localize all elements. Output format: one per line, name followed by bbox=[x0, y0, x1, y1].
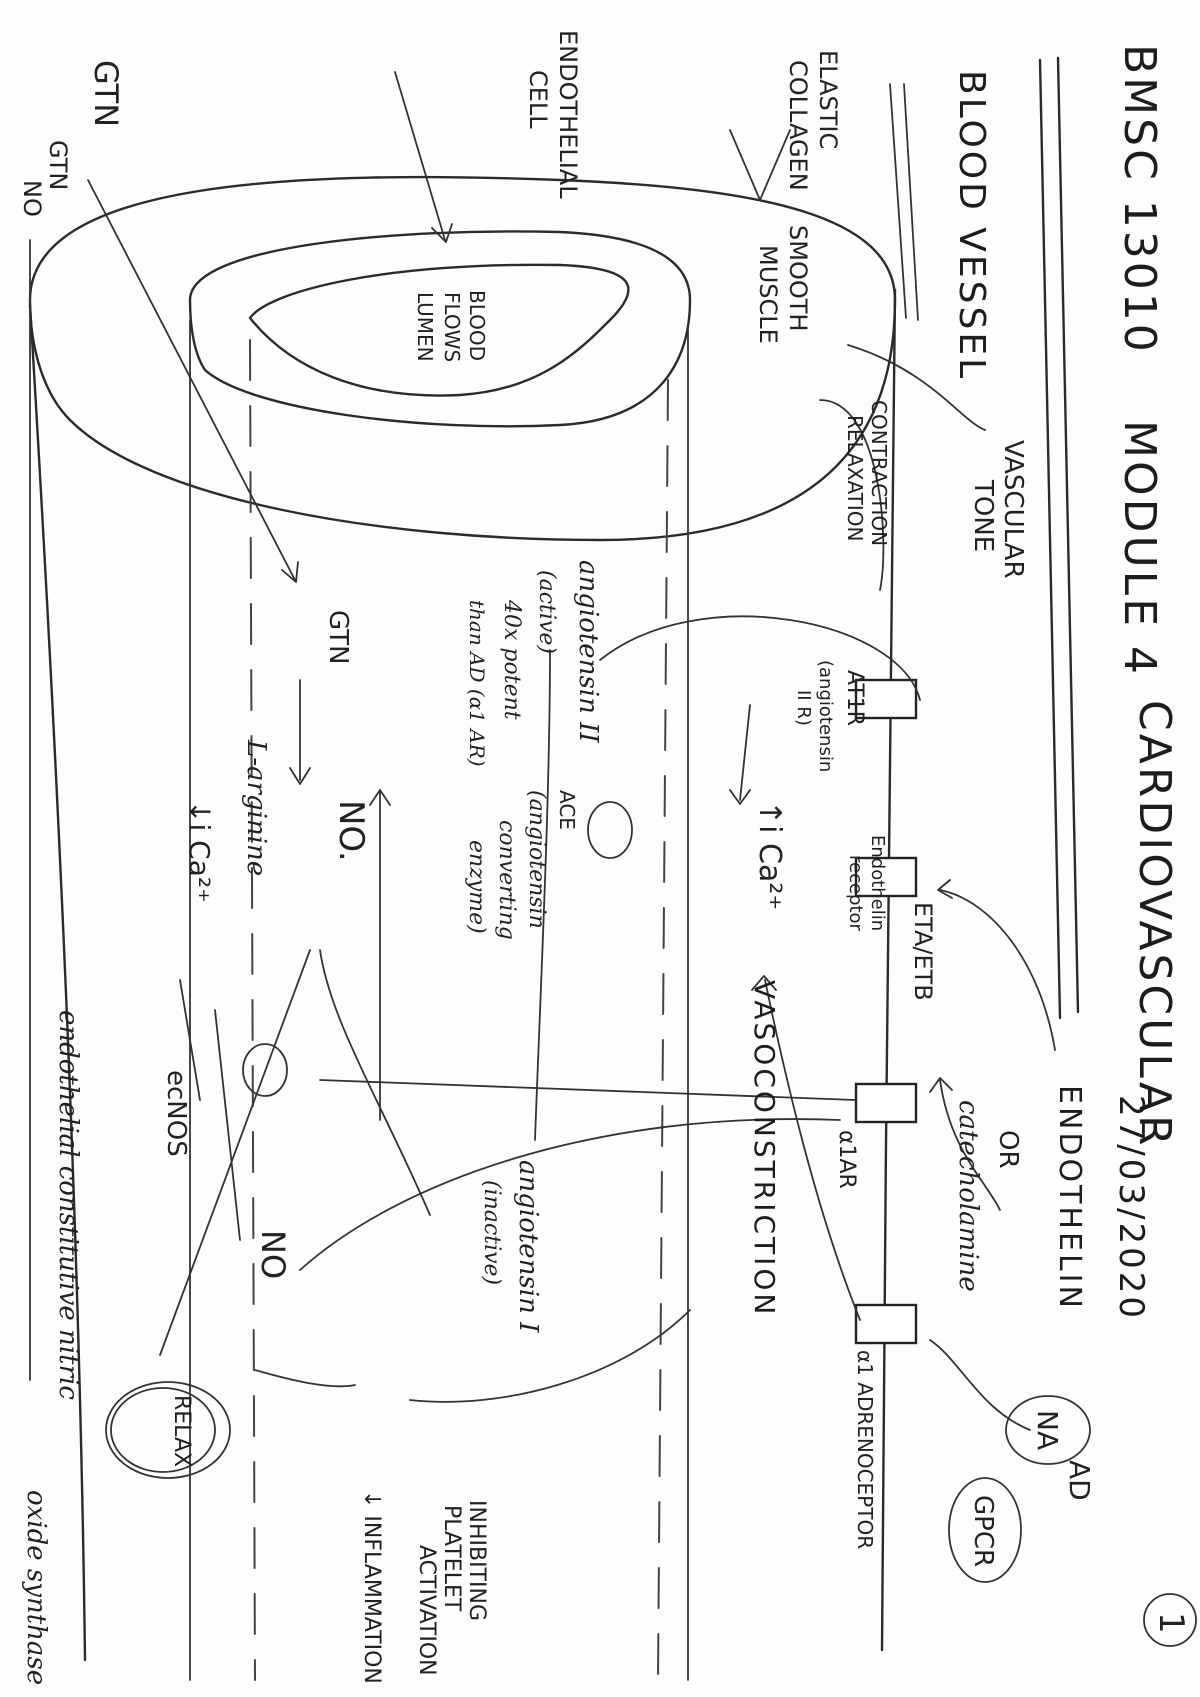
no-low-label: NO bbox=[254, 1230, 292, 1279]
endothelial-footer-2: oxide synthase bbox=[21, 1490, 51, 1685]
course-code: BMSC 13010 bbox=[1114, 44, 1165, 355]
header-group: BMSC 13010 MODULE 4 CARDIOVASCULAR bbox=[1114, 44, 1180, 1149]
at1r-note-2: II R) bbox=[793, 690, 814, 726]
gpcr-label: GPCR bbox=[968, 1495, 998, 1567]
lumen-label-1: BLOOD bbox=[465, 290, 489, 361]
inhibiting-label-3: ACTIVATION bbox=[414, 1545, 439, 1676]
gtn-side-label-2: NO bbox=[18, 180, 46, 217]
angiotensin-ii-label: angiotensin II bbox=[573, 560, 603, 743]
page-number: 1 bbox=[1151, 1612, 1191, 1634]
ace-enzyme-circle bbox=[587, 801, 633, 859]
endothelin-receptor-1: Endothelin bbox=[867, 835, 888, 931]
at1r-note-1: (angiotensin bbox=[815, 660, 836, 772]
muscle-label: MUSCLE bbox=[754, 245, 782, 344]
endothelial-label-1: ENDOTHELIAL bbox=[554, 30, 582, 199]
angiotensin-ii-note-2: 40x potent bbox=[499, 599, 524, 720]
lumen-label-2: FLOWS bbox=[440, 292, 464, 362]
na-label: NA bbox=[1031, 1410, 1064, 1450]
receptor-boxes bbox=[854, 678, 918, 1345]
relax-label: RELAX bbox=[169, 1395, 194, 1467]
alpha1-adrenoceptor-box bbox=[854, 1303, 918, 1345]
ace-label: ACE bbox=[555, 790, 579, 830]
decrease-ca-label: ↓i Ca²⁺ bbox=[183, 800, 216, 903]
increase-ca-label: ↑i Ca²⁺ bbox=[752, 800, 787, 910]
vessel-walls bbox=[28, 288, 897, 1681]
contraction-label: CONTRACTION bbox=[867, 400, 891, 546]
angiotensin-i-note: (inactive) bbox=[479, 1180, 504, 1285]
vessel-title: BLOOD VESSEL bbox=[951, 70, 992, 381]
alpha1ar-label: α1AR bbox=[834, 1130, 859, 1189]
inflammation-label: ↓ INFLAMMATION bbox=[359, 1490, 384, 1684]
no-mid-label: NO. bbox=[331, 800, 371, 862]
inhibiting-label-1: INHIBITING bbox=[464, 1500, 489, 1621]
vascular-tone-label-1: VASCULAR bbox=[998, 440, 1028, 579]
gtn-mid-label: GTN bbox=[323, 610, 353, 665]
ace-note-3: enzyme) bbox=[464, 840, 489, 934]
angiotensin-i-label: angiotensin I bbox=[513, 1160, 543, 1333]
angiotensin-ii-note-3: than AD (α1 AR) bbox=[465, 600, 489, 767]
module-label: MODULE 4 bbox=[1114, 420, 1165, 677]
alpha1-adrenoceptor-label: α1 ADRENOCEPTOR bbox=[853, 1350, 877, 1549]
endothelin-receptor-2: receptor bbox=[845, 855, 866, 932]
elastic-label: ELASTIC bbox=[814, 50, 842, 149]
date-label: 27/03/2020 bbox=[1111, 1095, 1151, 1321]
gtn-side-label-1: GTN bbox=[44, 140, 72, 190]
annotation-circles bbox=[105, 399, 1197, 1647]
lumen-label-3: LUMEN bbox=[413, 292, 437, 362]
angiotensin-ii-note-1: (active) bbox=[534, 570, 559, 654]
ad-label: AD bbox=[1063, 1460, 1096, 1501]
catecholamine-label: catecholamine bbox=[953, 1100, 983, 1292]
at1r-label: AT1R bbox=[842, 670, 867, 726]
gtn-top-label: GTN bbox=[87, 60, 125, 127]
ecnos-label: ecNOS bbox=[161, 1070, 191, 1157]
header-underlines bbox=[889, 56, 1080, 1020]
endothelial-label-2: CELL bbox=[524, 70, 552, 129]
at1r-receptor-box bbox=[854, 678, 918, 720]
l-arginine-label: L-arginine bbox=[241, 739, 271, 876]
vessel-rings bbox=[28, 175, 897, 542]
catecholamine-or: OR bbox=[993, 1130, 1023, 1169]
vasoconstriction-label: VASOCONSTRICTION bbox=[748, 980, 781, 1317]
smooth-label: SMOOTH bbox=[784, 225, 812, 331]
ace-note-1: (angiotensin bbox=[524, 790, 549, 929]
endothelial-footer-1: endothelial constitutive nitric bbox=[53, 1010, 83, 1400]
collagen-label: COLLAGEN bbox=[784, 60, 812, 191]
vascular-tone-label-2: TONE bbox=[968, 479, 998, 552]
ecnos-enzyme-circle bbox=[242, 1043, 288, 1097]
endothelin-ligand: ENDOTHELIN bbox=[1052, 1085, 1087, 1311]
relaxation-label: RELAXATION bbox=[843, 415, 867, 541]
inhibiting-label-2: PLATELET bbox=[439, 1505, 464, 1612]
alpha1ar-receptor-box bbox=[854, 1082, 918, 1124]
subject-title: CARDIOVASCULAR bbox=[1129, 700, 1180, 1149]
eta-etb-label: ETA/ETB bbox=[909, 902, 937, 1001]
eta-etb-receptor-box bbox=[854, 856, 918, 898]
ace-note-2: converting bbox=[494, 820, 519, 940]
pathway-arrows bbox=[29, 71, 1056, 1431]
